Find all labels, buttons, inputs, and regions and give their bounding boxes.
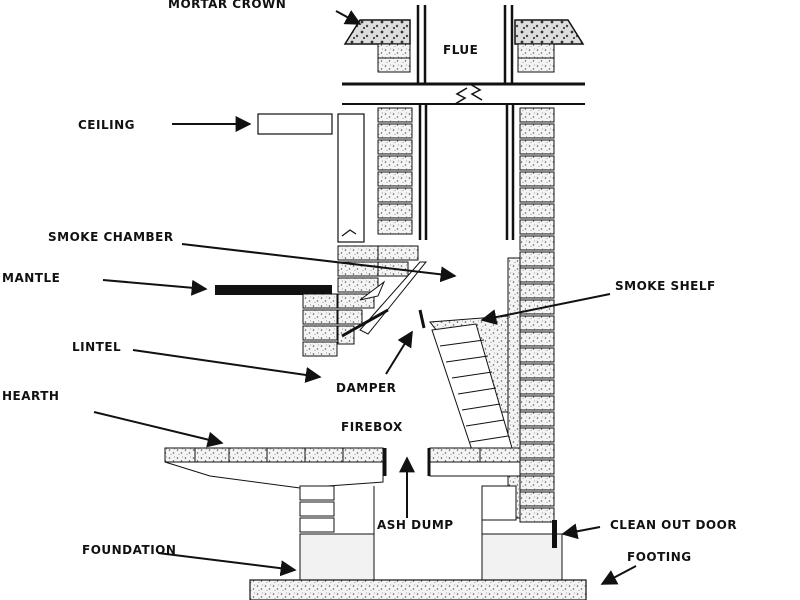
roof-break-lines (342, 82, 585, 105)
flue-liner (416, 5, 515, 240)
label-smoke-shelf: SMOKE SHELF (615, 279, 716, 293)
label-foundation: FOUNDATION (82, 543, 177, 557)
right-chimney-bricks (519, 107, 555, 523)
ceiling-joist (257, 113, 365, 243)
clean-out-door (552, 520, 557, 548)
lintel-bricks (302, 293, 355, 357)
damper (341, 308, 426, 338)
arrow-lintel (132, 349, 322, 383)
left-chimney-bricks (377, 107, 413, 235)
foundation-wall (299, 485, 563, 581)
arrow-foundation (157, 552, 297, 577)
label-damper: DAMPER (336, 381, 397, 395)
footing (249, 579, 587, 600)
label-footing: FOOTING (627, 550, 692, 564)
label-clean-out-door: CLEAN OUT DOOR (610, 518, 738, 532)
arrow-damper (385, 330, 413, 375)
arrow-clean-out-door (561, 523, 601, 540)
arrow-mortar-crown (335, 10, 362, 25)
label-mantle: MANTLE (2, 271, 61, 285)
label-lintel: LINTEL (72, 340, 122, 354)
arrow-mantle (102, 279, 208, 296)
label-smoke-chamber: SMOKE CHAMBER (48, 230, 174, 244)
label-firebox: FIREBOX (341, 420, 403, 434)
label-flue: FLUE (443, 43, 479, 57)
label-ceiling: CEILING (78, 118, 135, 132)
label-mortar-crown: MORTAR CROWN (168, 0, 287, 11)
leader-arrows (93, 10, 637, 585)
chimney-top-bricks (377, 43, 555, 73)
arrow-smoke-shelf (480, 293, 611, 325)
arrow-hearth (93, 411, 224, 448)
arrow-smoke-chamber (181, 243, 457, 283)
label-hearth: HEARTH (2, 389, 60, 403)
mantle (215, 285, 332, 295)
label-ash-dump: ASH DUMP (377, 518, 454, 532)
hearth (164, 447, 521, 489)
arrow-footing (600, 565, 637, 585)
mortar-crown (343, 19, 585, 45)
ash-dump-opening (383, 448, 431, 476)
smoke-chamber-wall (337, 245, 428, 335)
